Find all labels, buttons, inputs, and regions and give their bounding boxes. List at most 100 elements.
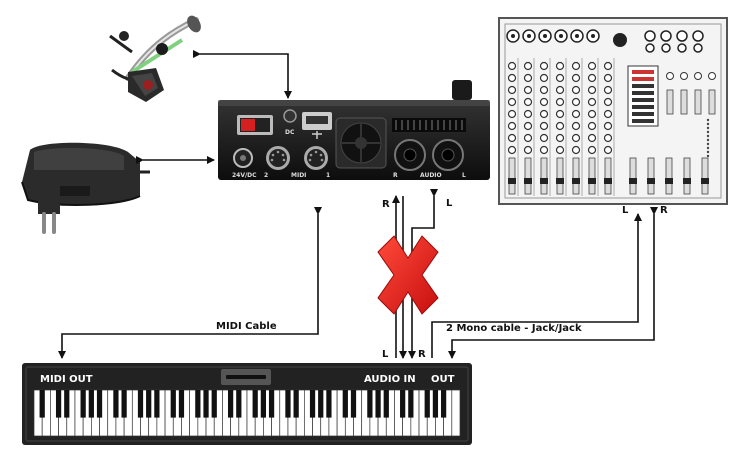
channel-knob bbox=[603, 85, 613, 95]
meter-segment bbox=[632, 77, 654, 81]
channel-knob bbox=[603, 121, 613, 131]
master-fader-cap bbox=[683, 178, 691, 184]
audio-jack-l[interactable] bbox=[432, 139, 464, 171]
channel-knob bbox=[555, 121, 565, 131]
channel-knob bbox=[539, 61, 549, 71]
master-knob bbox=[680, 72, 688, 80]
mixer-l-label: L bbox=[622, 205, 629, 216]
aux-jack bbox=[660, 30, 672, 42]
meter-segment bbox=[632, 84, 654, 88]
master-knob bbox=[694, 72, 702, 80]
headset-link-arrow bbox=[193, 50, 292, 99]
audio-jack-r[interactable] bbox=[394, 139, 426, 171]
usb-icon bbox=[302, 112, 332, 139]
power-switch[interactable] bbox=[237, 115, 273, 135]
eq-slider bbox=[680, 89, 688, 115]
fader-cap bbox=[572, 178, 580, 184]
channel-knob bbox=[555, 97, 565, 107]
device-r-connection-label: R bbox=[382, 199, 390, 210]
midi-label: MIDI bbox=[291, 172, 306, 179]
mixer-r-label: R bbox=[660, 205, 668, 216]
dc-label: DC bbox=[285, 129, 295, 136]
xlr-pin bbox=[591, 34, 595, 38]
audio-label: AUDIO bbox=[420, 172, 442, 179]
channel-knob bbox=[571, 133, 581, 143]
led-dot bbox=[706, 138, 710, 142]
aux-jack bbox=[645, 43, 655, 53]
channel-knob bbox=[523, 109, 533, 119]
channel-knob bbox=[539, 97, 549, 107]
channel-knob bbox=[555, 61, 565, 71]
fader-track bbox=[588, 157, 596, 195]
black-key bbox=[211, 390, 217, 418]
black-key bbox=[80, 390, 86, 418]
channel-knob bbox=[539, 133, 549, 143]
channel-knob bbox=[507, 109, 517, 119]
xlr-pin bbox=[511, 34, 515, 38]
forbidden-x-icon: X bbox=[377, 235, 439, 315]
black-key bbox=[326, 390, 332, 418]
midi-port-2[interactable] bbox=[266, 146, 290, 170]
channel-knob bbox=[587, 85, 597, 95]
fader-cap bbox=[604, 178, 612, 184]
black-key bbox=[113, 390, 119, 418]
dc-jack[interactable] bbox=[283, 109, 297, 123]
black-key bbox=[440, 390, 447, 418]
channel-knob bbox=[571, 109, 581, 119]
channel-knob bbox=[507, 133, 517, 143]
black-key bbox=[146, 390, 152, 418]
channel-knob bbox=[523, 85, 533, 95]
headset-microphone-icon bbox=[109, 15, 201, 102]
channel-knob bbox=[507, 121, 517, 131]
black-key bbox=[137, 390, 144, 418]
master-fader-cap bbox=[647, 178, 655, 184]
audio-r-label: R bbox=[393, 172, 398, 179]
mixer-logo bbox=[613, 33, 627, 47]
channel-knob bbox=[587, 145, 597, 155]
power-jack[interactable] bbox=[233, 148, 253, 168]
mono-cable-line-l bbox=[431, 213, 642, 358]
mono-cable-label: 2 Mono cable - Jack/Jack bbox=[446, 323, 582, 334]
fader-track bbox=[524, 157, 532, 195]
master-fader-track bbox=[665, 157, 673, 195]
black-key bbox=[424, 390, 430, 418]
channel-knob bbox=[603, 145, 613, 155]
piano-keys bbox=[33, 389, 461, 437]
black-key bbox=[195, 390, 201, 418]
master-fader-cap bbox=[665, 178, 673, 184]
black-key bbox=[252, 390, 258, 418]
channel-knob bbox=[539, 73, 549, 83]
channel-knob bbox=[603, 61, 613, 71]
master-fader-track bbox=[629, 157, 637, 195]
mono-cable-line-r bbox=[448, 207, 658, 359]
black-key bbox=[293, 390, 299, 418]
led-dot bbox=[706, 134, 710, 138]
black-key bbox=[375, 390, 381, 418]
channel-knob bbox=[571, 97, 581, 107]
black-key bbox=[260, 390, 266, 418]
black-key bbox=[236, 390, 242, 418]
eq-slider bbox=[694, 89, 702, 115]
aux-jack bbox=[692, 30, 704, 42]
master-fader-cap bbox=[629, 178, 637, 184]
white-key bbox=[451, 389, 461, 437]
channel-knob bbox=[603, 73, 613, 83]
led-dot bbox=[706, 126, 710, 130]
channel-knob bbox=[507, 85, 517, 95]
fader-track bbox=[556, 157, 564, 195]
midi-port-1[interactable] bbox=[304, 146, 328, 170]
eq-slider bbox=[666, 89, 674, 115]
power-adapter-icon bbox=[21, 142, 150, 234]
fader-track bbox=[604, 157, 612, 195]
channel-knob bbox=[523, 73, 533, 83]
black-key bbox=[203, 390, 209, 418]
aux-jack bbox=[677, 43, 687, 53]
audio-interface-device: 24V/DC DC 2 MIDI 1 bbox=[218, 80, 490, 180]
black-key bbox=[227, 390, 234, 418]
black-key bbox=[178, 390, 185, 418]
fader-track bbox=[540, 157, 548, 195]
fader-track bbox=[508, 157, 516, 195]
black-key bbox=[96, 390, 103, 418]
fader-cap bbox=[508, 178, 516, 184]
